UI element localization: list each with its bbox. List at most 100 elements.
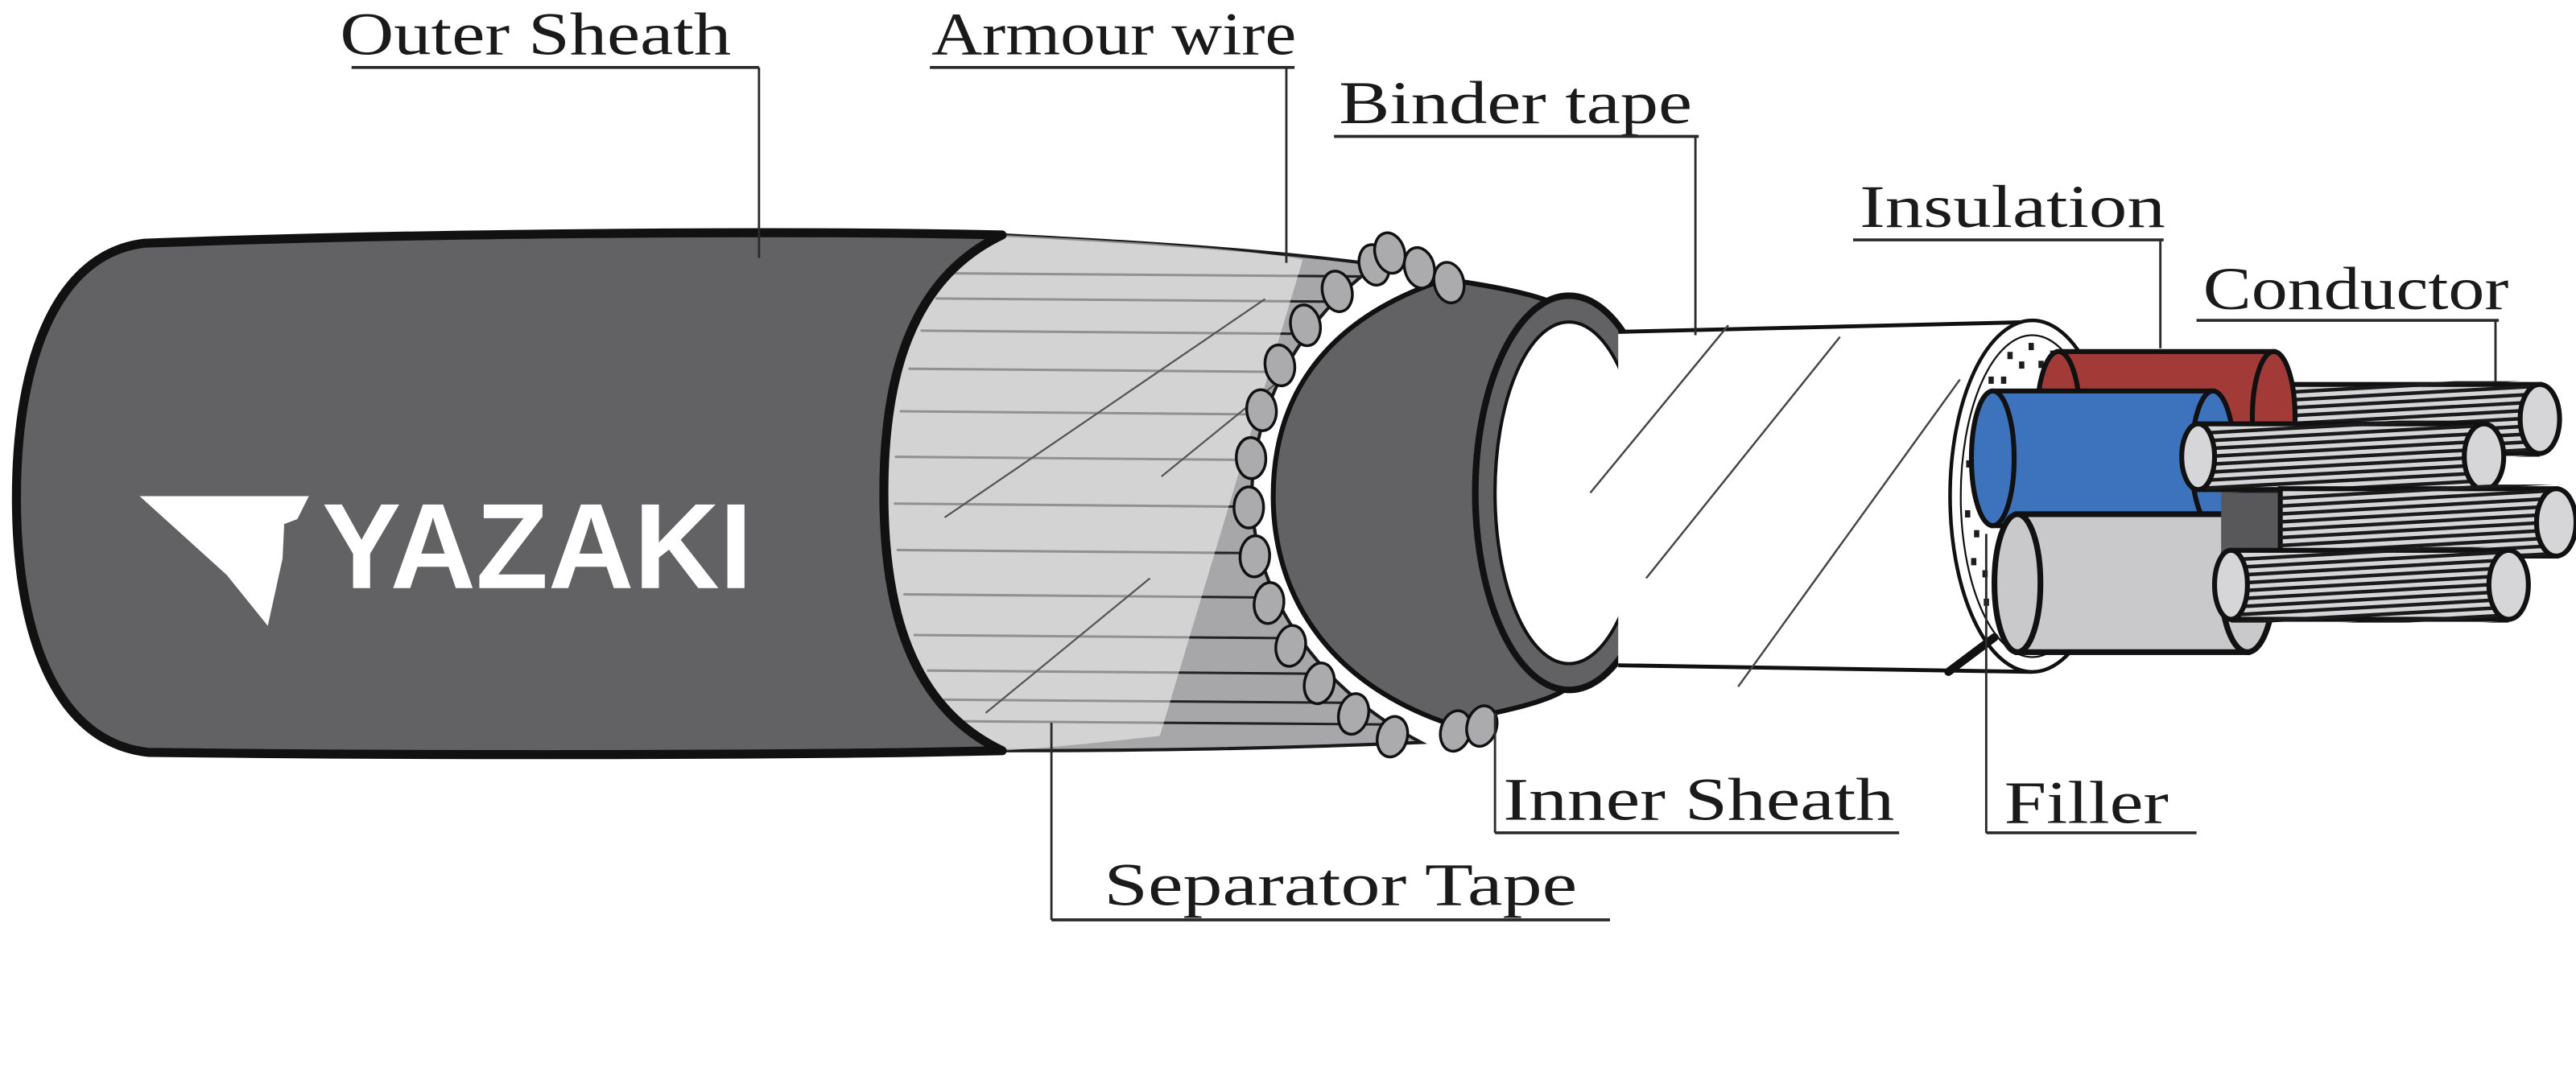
conductor-stripe — [2198, 431, 2484, 451]
conductor-left-cap — [2179, 421, 2218, 493]
separator-tape-overlay — [883, 234, 1303, 751]
conductor-stripe — [2198, 463, 2484, 483]
armour-wire-cap — [1373, 231, 1407, 275]
armour-wire-cap — [1432, 261, 1466, 305]
label-insulation-text: Insulation — [1860, 174, 2165, 241]
conductor-stripe — [2198, 439, 2484, 460]
armour-wire-cap — [1402, 245, 1436, 290]
binder-tape-cylinder — [1618, 322, 2033, 672]
label-separator-tape: Separator Tape — [1050, 723, 1610, 921]
conductor-stripe — [2231, 605, 2509, 623]
rim-dot — [1988, 376, 1994, 384]
armour-wire-cap — [1289, 303, 1323, 348]
conductor-stripe — [2231, 566, 2509, 586]
binder-tape-hatch-3 — [1589, 324, 1729, 494]
separator-tape-seam-3 — [1161, 369, 1294, 477]
yazaki-logo: YAZAKI — [139, 479, 753, 626]
conductor-stripe — [2198, 471, 2484, 491]
armour-wire-cap — [1274, 624, 1307, 668]
conductor-stripe — [2198, 455, 2484, 475]
separator-tape-seam-1 — [943, 298, 1266, 518]
binder-tape-hatch-2 — [1737, 378, 1961, 687]
rim-dot — [1966, 460, 1971, 468]
binder-tape-group — [1589, 320, 2033, 687]
conductor-stripe — [2280, 496, 2557, 516]
rim-dot — [2029, 343, 2034, 351]
rim-dot — [1965, 510, 1971, 517]
conductor-stripe — [2280, 520, 2557, 540]
armour-wire-cap — [1376, 715, 1410, 759]
armour-wire-cap — [1245, 388, 1278, 432]
outer-sheath-group: YAZAKI — [11, 228, 1007, 760]
core-blue-left-cap — [1968, 388, 2017, 529]
conductor-stripe — [2257, 392, 2541, 412]
conductor-right-cap — [2517, 381, 2562, 456]
label-filler-text: Filler — [2004, 770, 2169, 837]
label-binder-tape-text: Binder tape — [1339, 70, 1692, 137]
label-outer-sheath: Outer Sheath — [340, 1, 761, 258]
conductor-stripe — [2343, 613, 2509, 623]
conductor-stripe — [2231, 558, 2509, 578]
core-cluster-group — [1968, 348, 2576, 655]
conductor-stripe — [2231, 597, 2509, 617]
conductor-stripe — [2231, 574, 2509, 594]
conductor-stripe — [2231, 550, 2509, 570]
binder-tape-top-edge — [1618, 320, 2033, 334]
conductor-stripes — [2231, 546, 2509, 623]
label-filler: Filler — [1984, 534, 2197, 837]
conductor-rod-2 — [2179, 420, 2507, 493]
conductor-stripe — [2257, 384, 2541, 404]
conductor-left-cap — [2211, 547, 2250, 622]
conductor-stripe — [2257, 381, 2520, 396]
label-inner-sheath: Inner Sheath — [1493, 712, 1900, 835]
conductor-stripe — [2280, 484, 2552, 501]
rim-dot — [2007, 352, 2013, 360]
filler-cylinder-left-cap — [1991, 511, 2044, 655]
armour-wire-cap — [1465, 704, 1499, 748]
conductor-stripe — [2198, 447, 2484, 467]
conductor-stripe — [2280, 489, 2557, 509]
rim-dot — [1982, 570, 1988, 578]
armour-wire-cap — [1238, 534, 1271, 579]
yazaki-logo-mark — [139, 496, 309, 626]
armour-wire-cap — [1320, 270, 1354, 314]
rim-dot — [2019, 361, 2025, 369]
armour-wire-group — [881, 231, 1499, 759]
label-inner-sheath-text: Inner Sheath — [1503, 767, 1894, 834]
armour-wire-caps — [1232, 231, 1499, 759]
conductor-stripe — [2231, 581, 2509, 601]
label-armour-wire: Armour wire — [930, 1, 1296, 263]
outer-sheath-shape — [11, 228, 1007, 760]
armour-wire-cap — [1234, 436, 1268, 480]
inner-sheath-group — [1270, 276, 1666, 726]
yazaki-wordmark: YAZAKI — [322, 479, 753, 615]
label-separator-tape-text: Separator Tape — [1104, 852, 1577, 919]
conductor-stripe — [2198, 423, 2484, 443]
conductor-stripe — [2280, 504, 2557, 524]
conductor-right-cap — [2486, 547, 2531, 622]
armour-wire-cap — [1263, 343, 1297, 388]
conductor-right-cap — [2462, 421, 2507, 493]
conductor-stripe — [2231, 589, 2509, 609]
conductor-stripe — [2280, 512, 2557, 532]
armour-wire-cap — [1253, 581, 1286, 625]
rim-dot — [1974, 530, 1979, 538]
rim-dot — [2038, 361, 2044, 369]
conductor-stripe — [2198, 420, 2464, 435]
label-binder-tape: Binder tape — [1334, 70, 1699, 336]
rim-dot — [1971, 558, 1977, 566]
rim-dot — [2000, 376, 2007, 384]
label-conductor-text: Conductor — [2203, 256, 2509, 323]
label-insulation: Insulation — [1853, 174, 2165, 348]
conductor-stripe — [2280, 528, 2557, 548]
label-outer-sheath-text: Outer Sheath — [340, 1, 731, 68]
conductor-stripe — [2257, 400, 2541, 420]
conductor-rod-4 — [2211, 546, 2531, 623]
binder-tape-hatch-1 — [1645, 336, 1841, 579]
armour-wire-cap — [1302, 662, 1336, 706]
conductor-stripe — [2231, 546, 2490, 562]
label-armour-wire-text: Armour wire — [931, 1, 1296, 68]
separator-tape-seam-2 — [985, 577, 1151, 714]
